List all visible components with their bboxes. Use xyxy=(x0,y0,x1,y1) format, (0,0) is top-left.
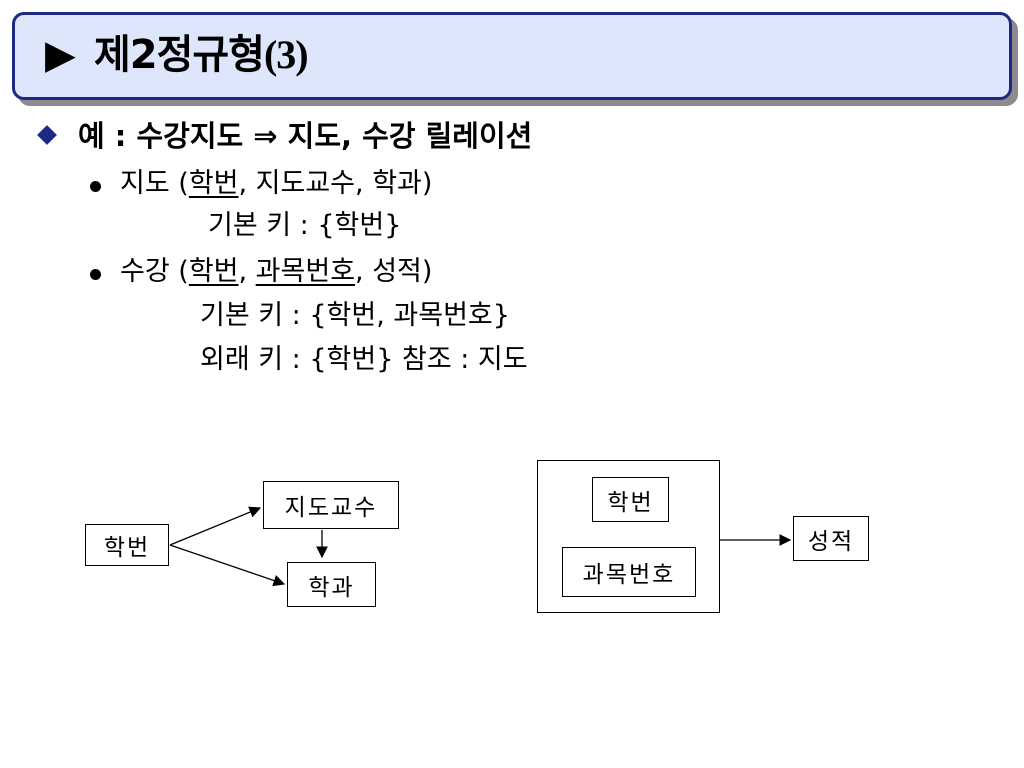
diagram-box-hakgwa: 학과 xyxy=(287,562,376,607)
separator: , xyxy=(238,256,256,287)
open-paren: ( xyxy=(169,256,189,287)
other-attributes: , 성적) xyxy=(355,256,433,287)
open-paren: ( xyxy=(169,168,189,199)
relation-name: 수강 xyxy=(120,256,170,287)
foreign-key-line: 외래 키 : {학번} 참조 : 지도 xyxy=(200,344,528,375)
diagram-box-jidogyosu: 지도교수 xyxy=(263,481,399,529)
key-attribute: 과목번호 xyxy=(255,256,356,287)
bullet-dot-icon xyxy=(90,269,101,280)
relation-sugang-line: 수강 (학번, 과목번호, 성적) xyxy=(120,252,432,292)
slide-title: ▶ 제2정규형(3) xyxy=(45,27,309,83)
other-attributes: , 지도교수, 학과) xyxy=(238,168,433,199)
diagram-box-hakbeon: 학번 xyxy=(85,524,169,566)
arrow-hakbeon-to-hakgwa xyxy=(169,544,286,587)
diagram-box-hakbeon-group: 학번 xyxy=(592,477,669,522)
diagram-box-gwamokbeonho: 과목번호 xyxy=(562,547,696,597)
slide-title-main: 제2정규형 xyxy=(93,32,265,78)
primary-key-line: 기본 키 : {학번} xyxy=(208,210,402,241)
bullet-dot-icon xyxy=(90,181,101,192)
relation-name: 지도 xyxy=(120,168,170,199)
diagram-box-seongjeok: 성적 xyxy=(793,516,869,561)
primary-key-line: 기본 키 : {학번, 과목번호} xyxy=(200,300,510,331)
key-attribute: 학번 xyxy=(188,256,239,287)
key-attribute: 학번 xyxy=(188,168,239,199)
play-icon: ▶ xyxy=(45,32,76,78)
slide-title-paren: (3) xyxy=(263,32,309,77)
example-heading-text: 예 : 수강지도 ⇒ 지도, 수강 릴레이션 xyxy=(78,119,533,153)
relation-jido-line: 지도 (학번, 지도교수, 학과) xyxy=(120,164,432,204)
title-bar: ▶ 제2정규형(3) xyxy=(12,12,1012,100)
arrow-hakbeon-to-jidogyosu xyxy=(169,506,262,546)
